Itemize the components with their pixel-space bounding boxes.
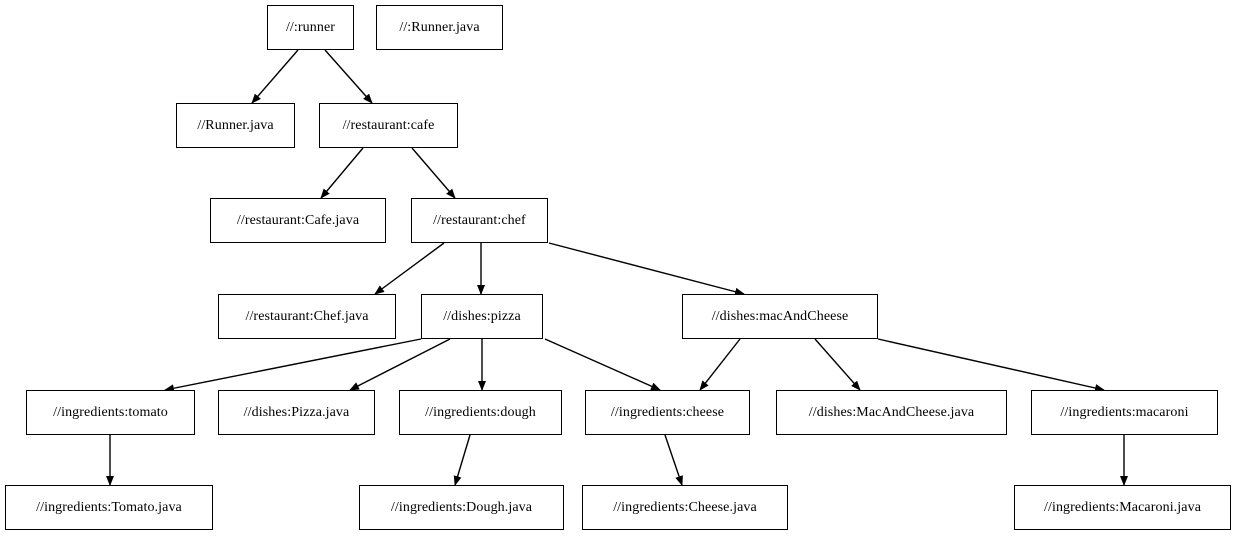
graph-node-runner[interactable]: //:runner xyxy=(267,5,354,50)
graph-node-ing_macaroni[interactable]: //ingredients:macaroni xyxy=(1031,390,1218,435)
graph-node-mac_java[interactable]: //dishes:MacAndCheese.java xyxy=(776,390,1007,435)
node-label: //ingredients:cheese xyxy=(610,404,725,420)
graph-node-dishes_mac[interactable]: //dishes:macAndCheese xyxy=(682,294,878,339)
graph-node-root_runner_java[interactable]: //:Runner.java xyxy=(376,5,503,50)
node-label: //ingredients:Macaroni.java xyxy=(1043,499,1202,515)
node-label: //restaurant:chef xyxy=(433,212,526,228)
graph-node-pizza_java[interactable]: //dishes:Pizza.java xyxy=(218,390,375,435)
graph-node-ing_dough[interactable]: //ingredients:dough xyxy=(399,390,562,435)
graph-node-cheese_java[interactable]: //ingredients:Cheese.java xyxy=(582,485,788,530)
graph-node-chef_java[interactable]: //restaurant:Chef.java xyxy=(218,294,396,339)
graph-node-tomato_java[interactable]: //ingredients:Tomato.java xyxy=(5,485,213,530)
node-label: //:Runner.java xyxy=(399,19,480,35)
node-label: //dishes:MacAndCheese.java xyxy=(808,404,975,420)
node-label: //ingredients:Tomato.java xyxy=(36,499,182,515)
node-label: //ingredients:Cheese.java xyxy=(613,499,757,515)
graph-node-dishes_pizza[interactable]: //dishes:pizza xyxy=(421,294,543,339)
graph-node-cafe_java[interactable]: //restaurant:Cafe.java xyxy=(210,198,386,243)
node-label: //:runner xyxy=(285,19,336,35)
node-label: //restaurant:Cafe.java xyxy=(236,212,360,228)
graph-node-dough_java[interactable]: //ingredients:Dough.java xyxy=(359,485,564,530)
node-label: //dishes:macAndCheese xyxy=(711,308,849,324)
graph-node-ing_tomato[interactable]: //ingredients:tomato xyxy=(26,390,195,435)
node-label: //restaurant:cafe xyxy=(342,117,435,133)
graph-node-macaroni_java[interactable]: //ingredients:Macaroni.java xyxy=(1014,485,1231,530)
graph-node-ing_cheese[interactable]: //ingredients:cheese xyxy=(585,390,750,435)
node-label: //ingredients:Dough.java xyxy=(390,499,533,515)
node-label: //restaurant:Chef.java xyxy=(245,308,369,324)
node-label: //dishes:pizza xyxy=(443,308,521,324)
graph-node-restaurant_cafe[interactable]: //restaurant:cafe xyxy=(319,103,458,148)
node-label: //dishes:Pizza.java xyxy=(243,404,350,420)
node-label: //ingredients:dough xyxy=(425,404,536,420)
node-label: //ingredients:tomato xyxy=(53,404,168,420)
graph-node-restaurant_chef[interactable]: //restaurant:chef xyxy=(411,198,548,243)
node-label: //ingredients:macaroni xyxy=(1060,404,1189,420)
node-label: //Runner.java xyxy=(197,117,274,133)
graph-node-runner_java[interactable]: //Runner.java xyxy=(176,103,295,148)
